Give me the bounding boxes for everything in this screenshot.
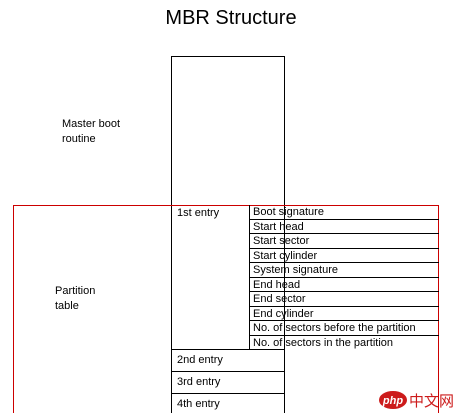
entry-field-list: Boot signature Start head Start sector S…	[250, 205, 439, 350]
field-start-cylinder: Start cylinder	[250, 249, 439, 263]
field-start-head: Start head	[250, 220, 439, 234]
php-cn-watermark-logo: php 中文网	[379, 391, 454, 410]
field-start-sector: Start sector	[250, 234, 439, 249]
field-sectors-in-partition: No. of sectors in the partition	[253, 336, 394, 349]
first-entry-cell: 1st entry	[171, 205, 250, 350]
master-boot-label-line2: routine	[62, 133, 96, 145]
partition-table-label-line2: table	[55, 300, 79, 312]
field-boot-signature: Boot signature	[250, 205, 439, 220]
partition-table-box	[13, 205, 439, 413]
master-boot-label: Master boot routine	[62, 117, 120, 147]
field-system-signature: System signature	[250, 263, 439, 278]
field-end-head: End head	[250, 278, 439, 292]
field-end-sector: End sector	[250, 292, 439, 307]
master-boot-label-line1: Master boot	[62, 118, 121, 130]
field-end-cylinder: End cylinder	[250, 307, 439, 321]
partition-table-label: Partition table	[55, 284, 95, 314]
mbr-box	[171, 56, 285, 413]
second-entry-cell: 2nd entry	[171, 349, 285, 371]
fourth-entry-cell: 4th entry	[171, 393, 285, 415]
field-sectors-before-partition: No. of sectors before the partition	[250, 321, 439, 336]
partition-table-label-line1: Partition	[55, 285, 96, 297]
third-entry-cell: 3rd entry	[171, 371, 285, 393]
diagram-title: MBR Structure	[165, 7, 297, 29]
svg-text:中文网: 中文网	[409, 392, 454, 410]
svg-text:php: php	[382, 395, 403, 407]
